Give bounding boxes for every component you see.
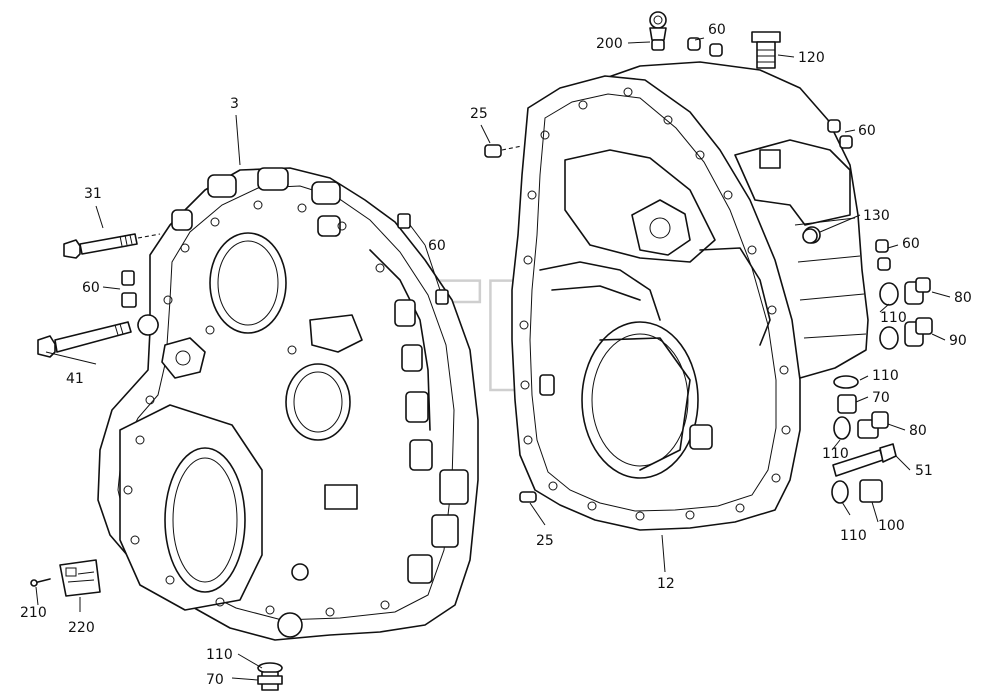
plug-120 <box>751 31 781 69</box>
label-200: 200 <box>596 36 623 52</box>
screw-210 <box>30 578 51 587</box>
label-70-right: 70 <box>872 390 890 406</box>
label-80-bottom: 80 <box>909 423 927 439</box>
label-110-bottom: 110 <box>206 647 233 663</box>
label-210: 210 <box>20 605 47 621</box>
leader-lines <box>35 37 951 681</box>
label-130: 130 <box>863 208 890 224</box>
label-31: 31 <box>84 186 102 202</box>
dowel-pins-25 <box>484 144 537 503</box>
left-housing-part-3 <box>97 167 479 641</box>
label-220: 220 <box>68 620 95 636</box>
drain-plug-70-bottom <box>257 662 283 691</box>
bolt-41 <box>37 321 132 358</box>
nameplate-220 <box>59 559 101 597</box>
label-25-bottom: 25 <box>536 533 554 549</box>
label-110-b: 110 <box>872 368 899 384</box>
label-60-right: 60 <box>902 236 920 252</box>
label-60-center: 60 <box>428 238 446 254</box>
label-25-top: 25 <box>470 106 488 122</box>
label-80-top: 80 <box>954 290 972 306</box>
label-100: 100 <box>878 518 905 534</box>
dowel-pins-60-top <box>687 37 891 271</box>
callout-labels: 3 31 41 60 60 25 25 200 60 120 60 130 60… <box>20 22 972 688</box>
label-110-a: 110 <box>880 310 907 326</box>
label-60-top: 60 <box>708 22 726 38</box>
label-110-c: 110 <box>822 446 849 462</box>
label-70-bottom: 70 <box>206 672 224 688</box>
label-60-left: 60 <box>82 280 100 296</box>
right-housing-part-12 <box>511 61 869 531</box>
eye-bolt-200 <box>649 11 667 51</box>
plugs-and-seals-right <box>831 277 933 504</box>
label-51: 51 <box>915 463 933 479</box>
label-3: 3 <box>230 96 239 112</box>
label-90: 90 <box>949 333 967 349</box>
bolt-31 <box>63 233 161 259</box>
label-120: 120 <box>798 50 825 66</box>
label-60-upper-right: 60 <box>858 123 876 139</box>
label-41: 41 <box>66 371 84 387</box>
label-12: 12 <box>657 576 675 592</box>
plug-130 <box>802 228 818 244</box>
dowel-pins-60-left <box>121 213 449 336</box>
label-110-d: 110 <box>840 528 867 544</box>
